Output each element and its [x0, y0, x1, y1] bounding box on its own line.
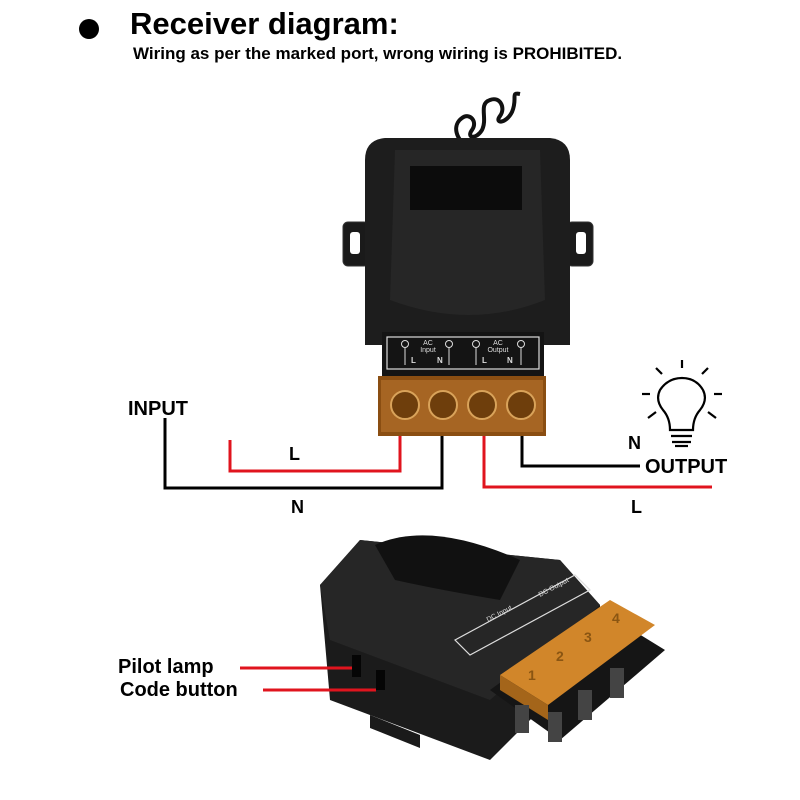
output-live-label: L: [631, 497, 642, 517]
code-button-label: Code button: [120, 679, 238, 701]
input-live-label: L: [289, 444, 300, 464]
terminal-number: 4: [612, 610, 620, 626]
ac-label-panel: [386, 336, 540, 370]
input-live-wire: [228, 436, 402, 473]
svg-text:L: L: [482, 356, 487, 365]
page-subtitle: Wiring as per the marked port, wrong wir…: [133, 44, 623, 63]
terminal-number: 1: [528, 667, 536, 683]
wiring: [163, 418, 712, 490]
antenna-coil: [454, 91, 521, 150]
code-button: [376, 670, 385, 690]
terminal-number: 2: [556, 648, 564, 664]
terminal-screw: [428, 390, 458, 420]
input-label: INPUT: [128, 398, 188, 420]
terminal-screw: [467, 390, 497, 420]
terminal-screw: [506, 390, 536, 420]
terminal-cover: [500, 600, 655, 705]
light-bulb-icon: [642, 360, 722, 448]
dc-label-panel: [454, 574, 591, 656]
ac-output-label: AC: [493, 340, 503, 347]
pilot-lamp: [352, 655, 361, 677]
svg-text:N: N: [437, 356, 443, 365]
output-live-wire: [482, 436, 712, 489]
bullet-icon: [79, 19, 99, 39]
output-neutral-wire: [520, 436, 640, 468]
pilot-lamp-label: Pilot lamp: [118, 656, 214, 678]
terminal-screw: [390, 390, 420, 420]
output-label: OUTPUT: [645, 456, 728, 478]
input-neutral-wire: [163, 418, 444, 490]
svg-text:N: N: [507, 356, 513, 365]
svg-text:Input: Input: [420, 347, 436, 354]
receiver-side-view: DC Input DC Output 1 2 3 4: [240, 535, 665, 760]
terminal-number: 3: [584, 629, 592, 645]
input-neutral-label: N: [291, 497, 304, 517]
ac-input-label: AC: [423, 340, 433, 347]
svg-text:Output: Output: [487, 347, 508, 354]
output-neutral-label: N: [628, 433, 641, 453]
receiver-window: [410, 166, 522, 210]
receiver-top-view: AC Input AC Output L N L N: [342, 91, 594, 436]
svg-text:L: L: [411, 356, 416, 365]
page-title: Receiver diagram:: [130, 6, 399, 41]
